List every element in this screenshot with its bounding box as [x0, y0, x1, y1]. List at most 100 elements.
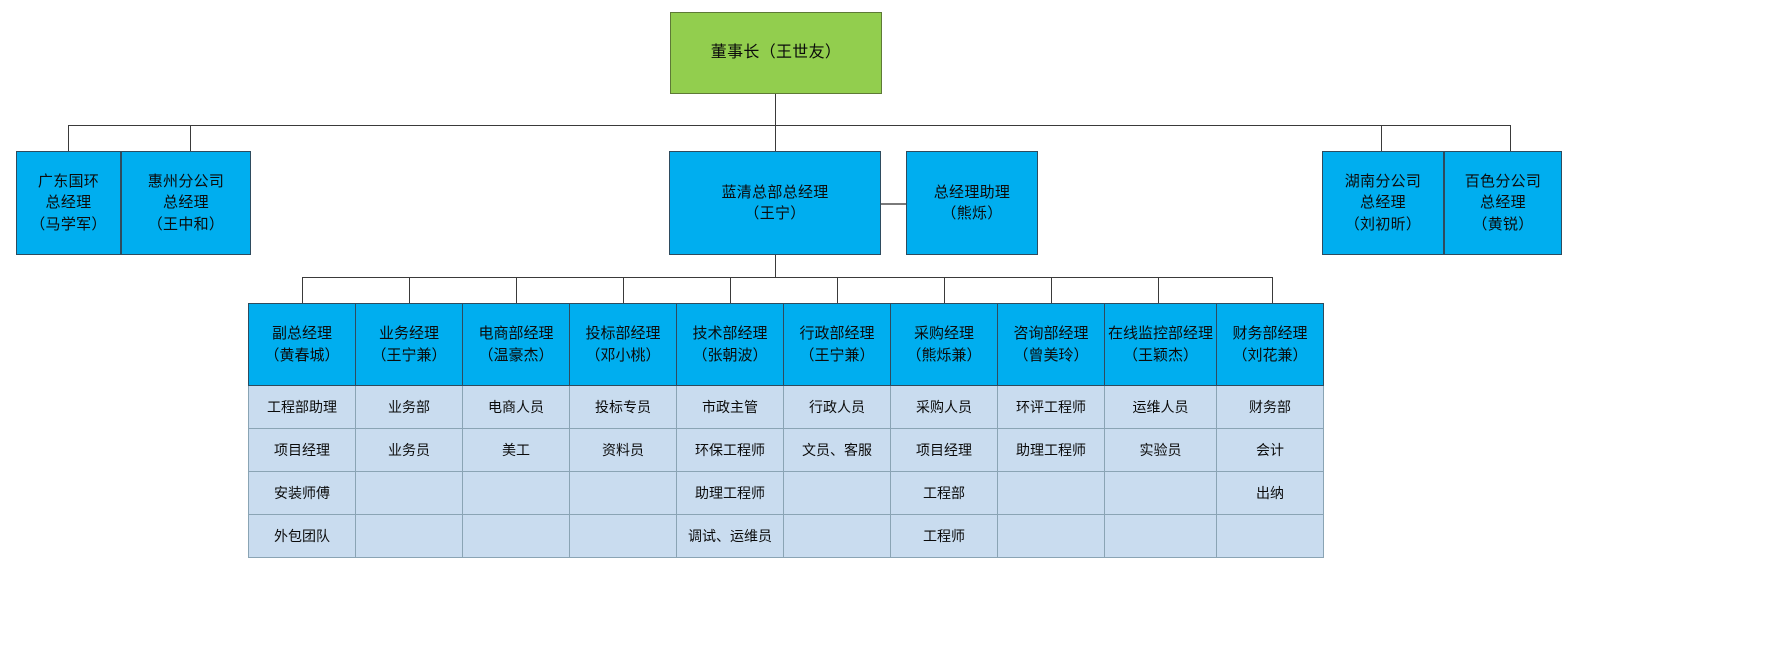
- dept-header-name: （王宁兼）: [799, 346, 875, 364]
- dept-header-7[interactable]: 采购经理 （熊烁兼）: [890, 303, 998, 386]
- connector-dept-drop-6: [837, 277, 838, 303]
- connector-dept-drop-3: [516, 277, 517, 303]
- branch-hunan-line1: 湖南分公司: [1344, 173, 1422, 191]
- dept-cell-r4-c7[interactable]: 工程师: [890, 514, 998, 558]
- connector-drop-hunan: [1381, 125, 1382, 151]
- dept-cell-r2-c4[interactable]: 资料员: [569, 428, 677, 472]
- connector-dept-drop-7: [944, 277, 945, 303]
- dept-header-name: （刘花兼）: [1232, 346, 1308, 364]
- branch-guangdong-line1: 广东国环: [37, 173, 100, 191]
- dept-row: 工程部助理业务部电商人员投标专员市政主管行政人员采购人员环评工程师运维人员财务部: [248, 385, 1325, 429]
- dept-cell-r1-c2[interactable]: 业务部: [355, 385, 463, 429]
- dept-cell-r3-c6: [783, 471, 891, 515]
- branch-huizhou-line1: 惠州分公司: [147, 173, 225, 191]
- dept-header-name: （王颖杰）: [1123, 346, 1199, 364]
- dept-cell-r1-c8[interactable]: 环评工程师: [997, 385, 1105, 429]
- dept-cell-r3-c8: [997, 471, 1105, 515]
- connector-dept-bus: [302, 277, 1272, 278]
- dept-cell-r1-c5[interactable]: 市政主管: [676, 385, 784, 429]
- gm-assistant-name: （熊烁）: [941, 205, 1003, 222]
- dept-cell-r3-c1[interactable]: 安装师傅: [248, 471, 356, 515]
- connector-chairman-down: [775, 94, 776, 125]
- branch-guangdong-line2: 总经理: [45, 194, 92, 212]
- connector-dept-drop-5: [730, 277, 731, 303]
- dept-header-title: 电商部经理: [478, 324, 554, 342]
- dept-cell-r4-c5[interactable]: 调试、运维员: [676, 514, 784, 558]
- dept-cell-r1-c1[interactable]: 工程部助理: [248, 385, 356, 429]
- dept-cell-r1-c10[interactable]: 财务部: [1216, 385, 1325, 429]
- dept-header-6[interactable]: 行政部经理 （王宁兼）: [783, 303, 891, 386]
- connector-gm-down: [775, 255, 776, 277]
- dept-cell-r2-c1[interactable]: 项目经理: [248, 428, 356, 472]
- dept-cell-r2-c3[interactable]: 美工: [462, 428, 570, 472]
- dept-cell-r1-c7[interactable]: 采购人员: [890, 385, 998, 429]
- node-branch-hunan[interactable]: 湖南分公司 总经理 （刘初昕）: [1322, 151, 1444, 255]
- dept-header-row: 副总经理（黄春城）业务经理（王宁兼）电商部经理（温豪杰）投标部经理（邓小桃）技术…: [248, 303, 1325, 386]
- dept-header-8[interactable]: 咨询部经理（曾美玲）: [997, 303, 1105, 386]
- dept-cell-r3-c2: [355, 471, 463, 515]
- dept-cell-r1-c3[interactable]: 电商人员: [462, 385, 570, 429]
- branch-baise-name: （黄锐）: [1472, 215, 1534, 233]
- dept-header-name: （邓小桃）: [585, 346, 661, 364]
- dept-cell-r4-c1[interactable]: 外包团队: [248, 514, 356, 558]
- dept-row: 项目经理业务员美工资料员环保工程师文员、客服项目经理助理工程师实验员会计: [248, 428, 1325, 472]
- connector-drop-guangdong: [68, 125, 69, 151]
- dept-cell-r1-c4[interactable]: 投标专员: [569, 385, 677, 429]
- connector-dept-drop-2: [409, 277, 410, 303]
- connector-drop-center: [775, 125, 776, 151]
- hq-gm-title: 蓝清总部总经理: [721, 183, 829, 201]
- node-hq-general-manager[interactable]: 蓝清总部总经理 （王宁）: [669, 151, 881, 255]
- dept-cell-r3-c4: [569, 471, 677, 515]
- node-gm-assistant[interactable]: 总经理助理 （熊烁）: [906, 151, 1038, 255]
- branch-hunan-name: （刘初昕）: [1344, 215, 1422, 233]
- dept-header-title: 咨询部经理: [1013, 324, 1089, 342]
- dept-cell-r2-c6[interactable]: 文员、客服: [783, 428, 891, 472]
- dept-header-name: （王宁兼）: [371, 346, 447, 364]
- node-branch-baise[interactable]: 百色分公司 总经理 （黄锐）: [1444, 151, 1562, 255]
- dept-cell-r1-c9[interactable]: 运维人员: [1103, 385, 1218, 429]
- hq-gm-name: （王宁）: [744, 205, 806, 222]
- dept-header-9[interactable]: 在线监控部经理 （王颖杰）: [1103, 303, 1218, 386]
- dept-header-title: 技术部经理: [692, 324, 768, 342]
- dept-cell-r4-c3: [462, 514, 570, 558]
- dept-cell-r2-c8[interactable]: 助理工程师: [997, 428, 1105, 472]
- dept-cell-r3-c9: [1103, 471, 1218, 515]
- dept-row: 外包团队 调试、运维员 工程师: [248, 514, 1325, 558]
- dept-cell-r2-c9[interactable]: 实验员: [1103, 428, 1218, 472]
- connector-drop-baise: [1510, 125, 1511, 151]
- dept-cell-r3-c7[interactable]: 工程部: [890, 471, 998, 515]
- dept-header-10[interactable]: 财务部经理 （刘花兼）: [1216, 303, 1325, 386]
- department-matrix: 副总经理（黄春城）业务经理（王宁兼）电商部经理（温豪杰）投标部经理（邓小桃）技术…: [248, 303, 1325, 558]
- dept-header-name: （温豪杰）: [478, 346, 554, 364]
- dept-header-title: 财务部经理: [1232, 324, 1308, 342]
- dept-header-1[interactable]: 副总经理（黄春城）: [248, 303, 356, 386]
- dept-cell-r4-c4: [569, 514, 677, 558]
- dept-header-5[interactable]: 技术部经理（张朝波）: [676, 303, 784, 386]
- dept-header-title: 行政部经理: [799, 324, 875, 342]
- dept-header-3[interactable]: 电商部经理 （温豪杰）: [462, 303, 570, 386]
- branch-baise-line2: 总经理: [1480, 194, 1526, 212]
- node-chairman[interactable]: 董事长（王世友）: [670, 12, 882, 94]
- dept-header-4[interactable]: 投标部经理（邓小桃）: [569, 303, 677, 386]
- dept-header-2[interactable]: 业务经理（王宁兼）: [355, 303, 463, 386]
- dept-header-name: （熊烁兼）: [906, 346, 982, 364]
- dept-header-title: 采购经理: [913, 324, 974, 342]
- dept-cell-r4-c10: [1216, 514, 1325, 558]
- dept-cell-r2-c5[interactable]: 环保工程师: [676, 428, 784, 472]
- dept-cell-r2-c2[interactable]: 业务员: [355, 428, 463, 472]
- connector-dept-drop-1: [302, 277, 303, 303]
- node-branch-huizhou[interactable]: 惠州分公司 总经理 （王中和）: [121, 151, 251, 255]
- dept-cell-r1-c6[interactable]: 行政人员: [783, 385, 891, 429]
- dept-cell-r3-c10[interactable]: 出纳: [1216, 471, 1325, 515]
- dept-header-title: 在线监控部经理: [1108, 324, 1214, 342]
- dept-cell-r2-c7[interactable]: 项目经理: [890, 428, 998, 472]
- dept-matrix-body: 工程部助理业务部电商人员投标专员市政主管行政人员采购人员环评工程师运维人员财务部…: [248, 385, 1325, 558]
- chairman-title-line: 董事长（王世友）: [710, 43, 842, 61]
- node-branch-guangdong[interactable]: 广东国环 总经理 （马学军）: [16, 151, 121, 255]
- dept-cell-r3-c5[interactable]: 助理工程师: [676, 471, 784, 515]
- dept-cell-r2-c10[interactable]: 会计: [1216, 428, 1325, 472]
- branch-guangdong-name: （马学军）: [30, 215, 107, 233]
- dept-header-name: （黄春城）: [264, 346, 340, 364]
- connector-dept-drop-8: [1051, 277, 1052, 303]
